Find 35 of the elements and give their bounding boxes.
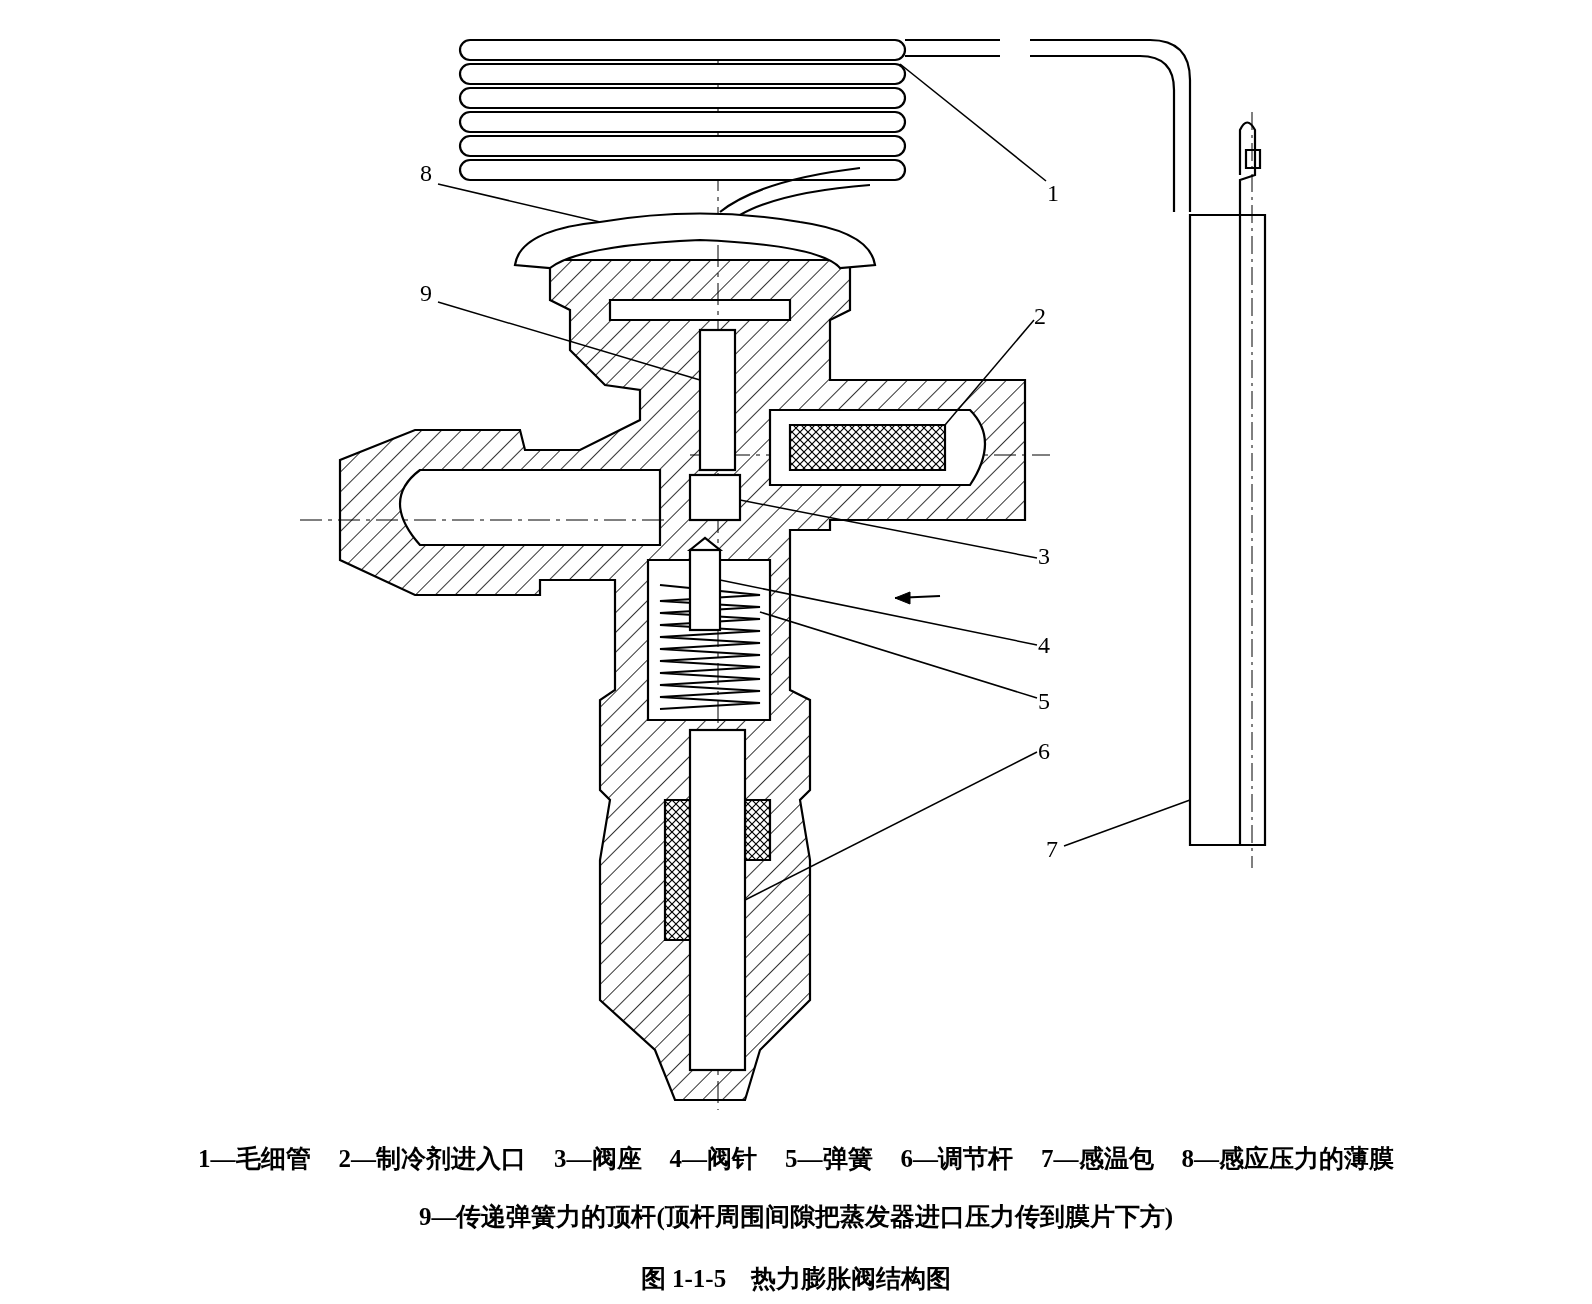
- leader-line: [899, 63, 1047, 182]
- callout-number: 3: [1036, 543, 1052, 569]
- leader-line: [437, 183, 601, 223]
- callout-number: 9: [418, 280, 434, 306]
- leader-line: [944, 319, 1035, 426]
- callout-number: 8: [418, 160, 434, 186]
- leader-line: [744, 751, 1038, 901]
- push-rod: [698, 328, 737, 472]
- legend-text: 1—毛细管: [198, 1145, 311, 1172]
- callout-number: 4: [1036, 632, 1052, 658]
- legend-text: 7—感温包: [1041, 1145, 1154, 1172]
- legend-text: 3—阀座: [554, 1145, 642, 1172]
- legend-text: 2—制冷剂进入口: [338, 1145, 526, 1172]
- legend-text: 6—调节杆: [900, 1145, 1013, 1172]
- inlet-filter-drawing: [768, 408, 987, 487]
- legend-text: 5—弹簧: [785, 1145, 873, 1172]
- diaphragm-drawing: [513, 212, 877, 270]
- leader-line: [739, 499, 1038, 559]
- legend-text: 8—感应压力的薄膜: [1181, 1145, 1394, 1172]
- adjusting-rod: [688, 728, 747, 1072]
- valve-seat: [688, 473, 742, 522]
- sensing-bulb-drawing: [1188, 111, 1267, 869]
- callout-number: 5: [1036, 688, 1052, 714]
- figure-caption: 图 1-1-5 热力膨胀阀结构图: [639, 1264, 953, 1294]
- callout-number: 6: [1036, 738, 1052, 764]
- leader-line: [437, 301, 701, 381]
- leader-line: [759, 611, 1038, 699]
- callout-number: 7: [1044, 836, 1060, 862]
- legend-text: 9—传递弹簧力的顶杆(顶杆周围间隙把蒸发器进口压力传到膜片下方): [418, 1203, 1174, 1230]
- callout-number: 1: [1045, 180, 1061, 206]
- leader-line: [1063, 799, 1191, 847]
- spring-drawing: [658, 583, 762, 711]
- callout-number: 2: [1032, 303, 1048, 329]
- legend-text: 4—阀针: [669, 1145, 757, 1172]
- leader-line: [719, 579, 1038, 646]
